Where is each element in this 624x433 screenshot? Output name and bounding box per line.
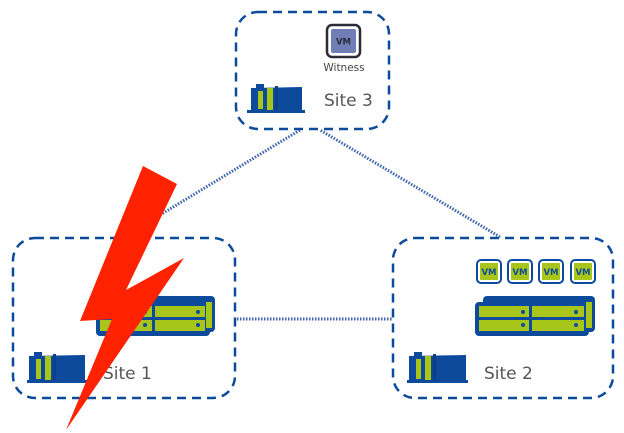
vm-list: VM VM VM VM <box>476 259 596 284</box>
vm-label: VM <box>481 268 496 278</box>
vm-label: VM <box>512 268 527 278</box>
site-3-group: VM Witness Site 3 <box>234 10 391 131</box>
links <box>159 128 501 321</box>
site-1-label: Site 1 <box>103 364 152 384</box>
site-2-label: Site 2 <box>484 364 533 384</box>
site-2-group: VM VM VM VM <box>391 236 615 400</box>
witness-label: Witness <box>323 62 364 74</box>
lightning-bolt-icon <box>66 166 184 430</box>
vm-icon: VM <box>476 259 502 284</box>
site-1-boundary <box>11 236 237 400</box>
witness-vm-label: VM <box>336 38 351 48</box>
vm-icon: VM <box>538 259 564 284</box>
datacenter-icon <box>27 352 87 383</box>
datacenter-icon <box>247 84 305 113</box>
vm-icon: VM <box>507 259 533 284</box>
vm-label: VM <box>575 268 590 278</box>
vm-label: VM <box>543 268 558 278</box>
site-3-label: Site 3 <box>324 91 373 111</box>
link-site1-site3 <box>159 128 301 217</box>
witness-vm-icon: VM <box>325 23 362 59</box>
datacenter-icon <box>407 352 468 383</box>
link-site2-site3 <box>319 128 501 239</box>
server-icon <box>475 296 595 336</box>
vm-icon: VM <box>570 259 596 284</box>
